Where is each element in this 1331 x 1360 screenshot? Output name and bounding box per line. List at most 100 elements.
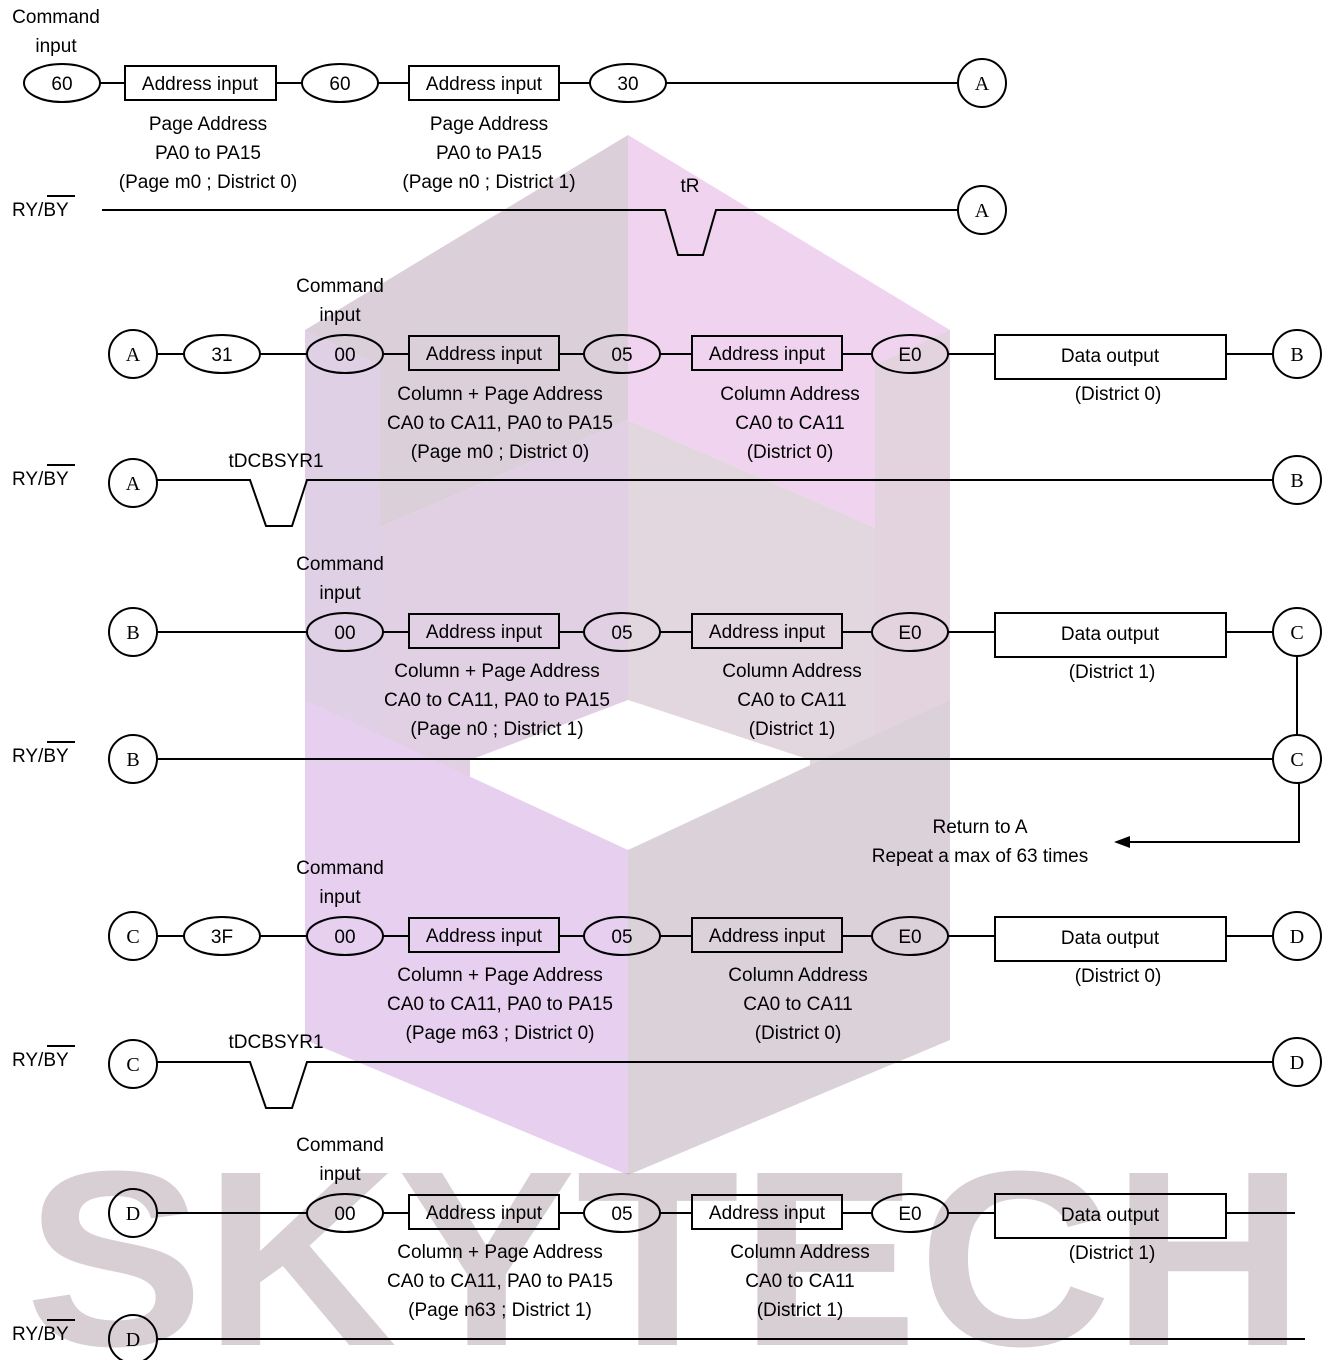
command-input-label-line2: input [319, 583, 361, 604]
connector-c: C [126, 926, 139, 948]
address-note: (District 0) [755, 1023, 842, 1044]
ry-by-label: RY/BY [12, 746, 69, 767]
command-05: 05 [611, 1204, 632, 1225]
address-note: CA0 to CA11, PA0 to PA15 [387, 994, 613, 1015]
ry-by-label: RY/BY [12, 469, 69, 490]
connector-c: C [1290, 749, 1303, 771]
address-note: (District 1) [757, 1300, 844, 1321]
address-note: (Page n63 ; District 1) [408, 1300, 592, 1321]
connector-d: D [126, 1203, 140, 1225]
command-00: 00 [334, 1204, 355, 1225]
row-2-command-sequence: Command input A 31 00 Address input Colu… [108, 276, 1322, 463]
tdcbsyr1-label: tDCBSYR1 [228, 451, 323, 472]
address-input-box: Address input [142, 74, 259, 95]
loop-back-arrow: Return to A Repeat a max of 63 times [872, 783, 1300, 867]
address-note: Column + Page Address [394, 661, 599, 682]
connector-b: B [126, 622, 139, 644]
address-note: Column Address [730, 1242, 869, 1263]
ry-by-signal-1: RY/BY tR A [12, 176, 1007, 256]
command-input-label-line2: input [35, 36, 77, 57]
address-note: CA0 to CA11 [743, 994, 852, 1015]
tr-label: tR [681, 176, 700, 197]
command-05: 05 [611, 345, 632, 366]
watermark-text: SKYTECH [25, 1119, 1305, 1360]
connector-d: D [1290, 1052, 1304, 1074]
connector-b: B [1290, 344, 1303, 366]
address-input-box: Address input [426, 926, 543, 947]
address-note: Column Address [728, 965, 867, 986]
command-input-label-line1: Command [296, 276, 384, 297]
command-input-label-line1: Command [296, 554, 384, 575]
address-note: Column + Page Address [397, 384, 602, 405]
row-1-command-sequence: Command input 60 Address input Page Addr… [12, 7, 1007, 193]
command-00: 00 [334, 345, 355, 366]
address-note: Column Address [722, 661, 861, 682]
address-input-box: Address input [426, 622, 543, 643]
data-output-note: (District 1) [1069, 662, 1156, 683]
connector-c: C [1290, 622, 1303, 644]
connector-d: D [126, 1329, 140, 1351]
address-note: Column + Page Address [397, 1242, 602, 1263]
command-05: 05 [611, 623, 632, 644]
row-3-command-sequence: Command input B 00 Address input Column … [108, 554, 1322, 740]
address-note: CA0 to CA11 [737, 690, 846, 711]
address-note: (Page m0 ; District 0) [411, 442, 589, 463]
address-note: (Page n0 ; District 1) [410, 719, 583, 740]
ry-by-label: RY/BY [12, 1050, 69, 1071]
address-input-box: Address input [709, 622, 826, 643]
tdcbsyr1-label: tDCBSYR1 [228, 1032, 323, 1053]
address-input-box: Address input [709, 344, 826, 365]
ry-by-label: RY/BY [12, 1324, 69, 1345]
data-output-note: (District 1) [1069, 1243, 1156, 1264]
command-e0: E0 [898, 345, 921, 366]
connector-d: D [1290, 926, 1304, 948]
data-output-box: Data output [1061, 624, 1160, 645]
repeat-count-label: Repeat a max of 63 times [872, 846, 1089, 867]
connector-a: A [126, 473, 141, 495]
address-note: CA0 to CA11, PA0 to PA15 [387, 1271, 613, 1292]
address-input-box: Address input [426, 344, 543, 365]
command-60-first: 60 [51, 74, 72, 95]
command-input-label-line2: input [319, 305, 361, 326]
command-input-label-line2: input [319, 1164, 361, 1185]
data-output-note: (District 0) [1075, 966, 1162, 987]
connector-b: B [126, 749, 139, 771]
command-05: 05 [611, 927, 632, 948]
command-input-label-line1: Command [296, 858, 384, 879]
command-e0: E0 [898, 1204, 921, 1225]
ry-by-signal-4: RY/BY C tDCBSYR1 D [12, 1032, 1322, 1109]
address-note: PA0 to PA15 [155, 143, 261, 164]
address-note: Column + Page Address [397, 965, 602, 986]
data-output-box: Data output [1061, 928, 1160, 949]
command-e0: E0 [898, 623, 921, 644]
command-31: 31 [211, 345, 232, 366]
connector-a: A [126, 344, 141, 366]
row-4-command-sequence: Command input C 3F 00 Address input Colu… [108, 858, 1322, 1044]
command-00: 00 [334, 927, 355, 948]
address-input-box: Address input [426, 1203, 543, 1224]
command-00: 00 [334, 623, 355, 644]
command-30: 30 [617, 74, 638, 95]
address-note: PA0 to PA15 [436, 143, 542, 164]
connector-a: A [975, 73, 990, 95]
command-input-label-line2: input [319, 887, 361, 908]
data-output-box: Data output [1061, 1205, 1160, 1226]
address-input-box: Address input [709, 926, 826, 947]
address-note: Column Address [720, 384, 859, 405]
address-note: Page Address [430, 114, 548, 135]
connector-b: B [1290, 470, 1303, 492]
connector-a: A [975, 200, 990, 222]
command-input-label-line1: Command [12, 7, 100, 28]
address-note: CA0 to CA11, PA0 to PA15 [384, 690, 610, 711]
command-3f: 3F [211, 927, 233, 948]
address-note: CA0 to CA11 [745, 1271, 854, 1292]
address-note: CA0 to CA11, PA0 to PA15 [387, 413, 613, 434]
address-note: (District 1) [749, 719, 836, 740]
address-input-box: Address input [426, 74, 543, 95]
command-e0: E0 [898, 927, 921, 948]
command-input-label-line1: Command [296, 1135, 384, 1156]
watermark-logo [305, 135, 950, 1175]
address-note: (Page m63 ; District 0) [406, 1023, 595, 1044]
